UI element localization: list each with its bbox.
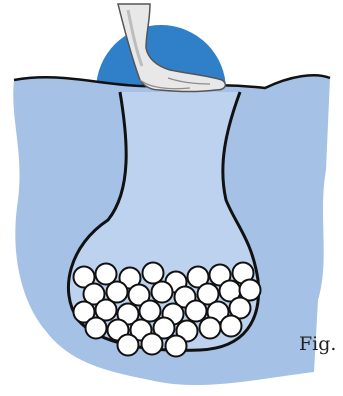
ball-icon (86, 318, 107, 339)
ball-icon (166, 336, 187, 357)
ball-icon (143, 263, 164, 284)
ball-icon (142, 334, 163, 355)
ball-icon (152, 282, 173, 303)
ball-icon (221, 316, 242, 337)
ball-icon (186, 301, 207, 322)
ball-icon (118, 335, 139, 356)
ball-icon (200, 318, 221, 339)
figure-caption: Fig. (299, 333, 336, 355)
ball-icon (140, 301, 161, 322)
